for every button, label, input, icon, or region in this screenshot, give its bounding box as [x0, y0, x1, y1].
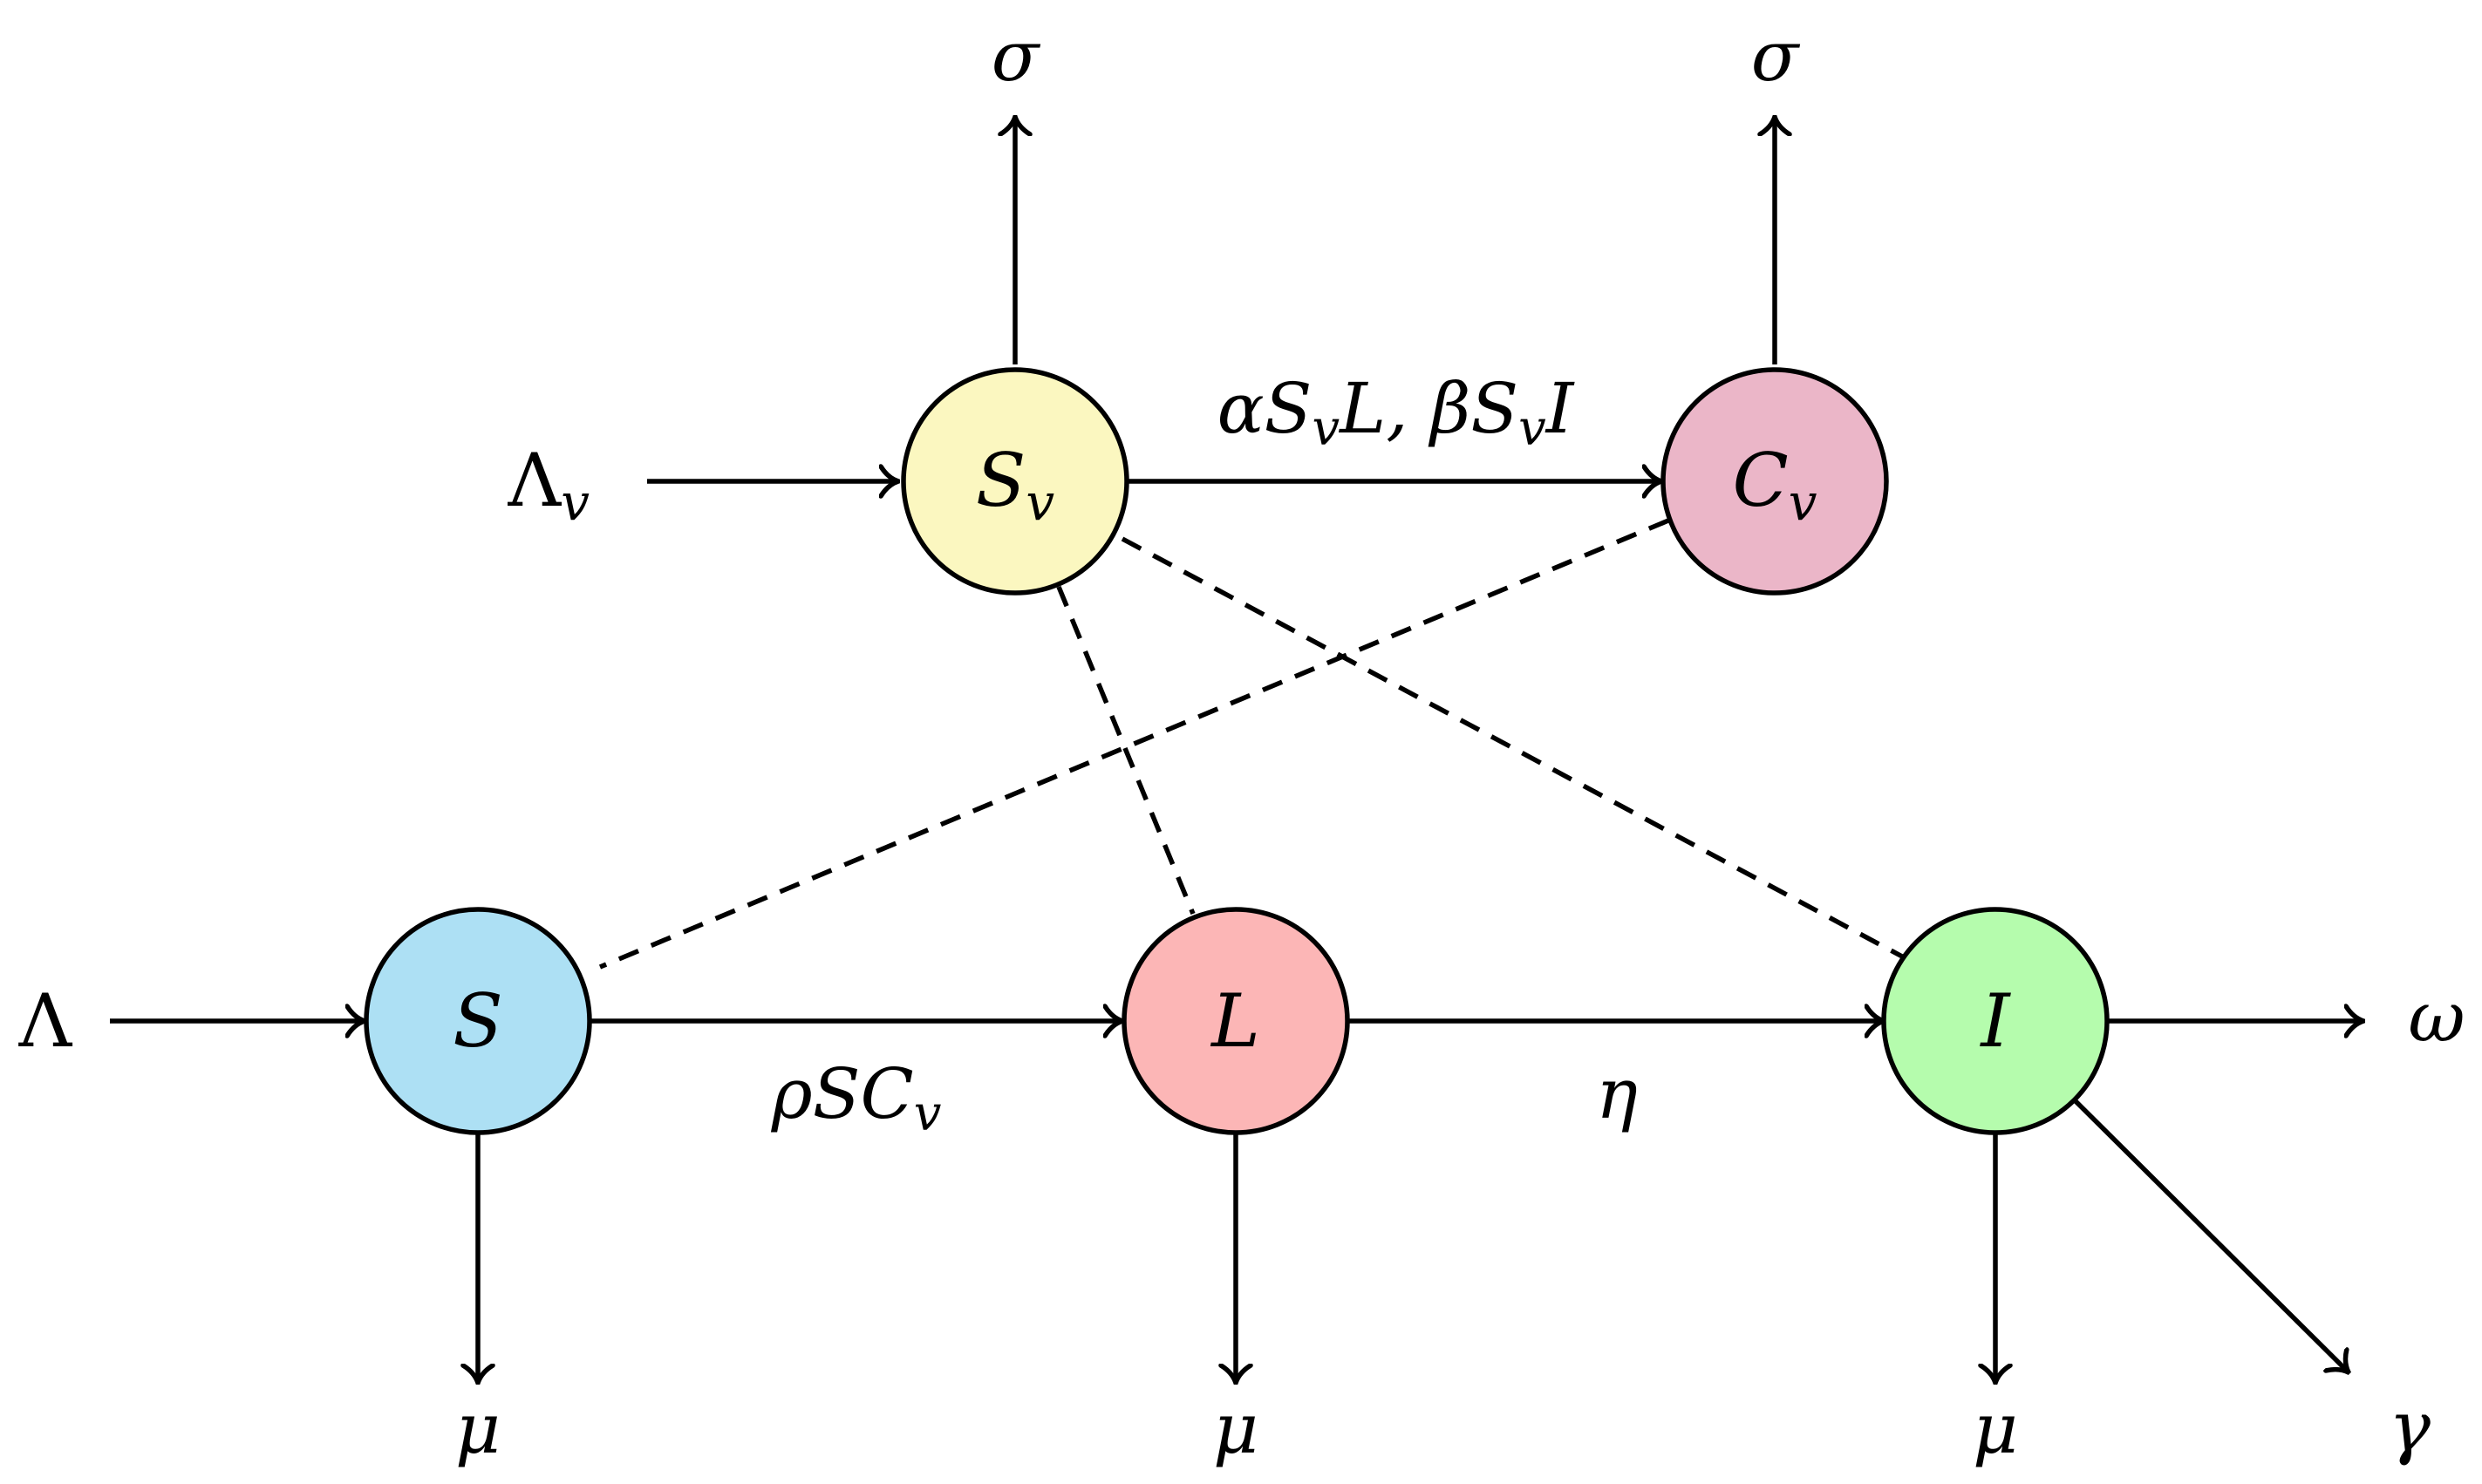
node-cv-subscript: v: [1789, 473, 1817, 532]
node-cv-label: C: [1732, 438, 1788, 523]
label-gamma: γ: [2389, 1386, 2431, 1467]
label-l-to-i: η: [1596, 1053, 1638, 1134]
dashed-link-sv-i: [1121, 536, 1906, 960]
node-i: I: [1881, 907, 2110, 1135]
label-sv-to-cv: αSvL, βSvI: [1217, 368, 1575, 457]
node-i-label: I: [1979, 978, 2011, 1064]
node-s-circle: [364, 907, 592, 1135]
node-l-label: L: [1210, 978, 1260, 1064]
label-sv-to-cv-part3: I: [1544, 368, 1575, 449]
label-lambda-v-main: Λ: [508, 438, 563, 523]
node-cv: Cv: [1660, 367, 1889, 596]
label-mu-l: μ: [1213, 1388, 1258, 1469]
node-sv-subscript: v: [1026, 473, 1054, 532]
label-s-to-l-main: ρSC: [771, 1053, 914, 1134]
svg-text:Sv: Sv: [976, 438, 1055, 532]
node-l: L: [1122, 907, 1350, 1135]
label-s-to-l-subscript: v: [914, 1086, 942, 1142]
arrow-i-gamma: [2074, 1099, 2349, 1372]
dashed-link-sv-l: [1056, 585, 1196, 916]
label-sv-to-cv-sub1: v: [1312, 400, 1340, 457]
svg-text:Cv: Cv: [1732, 438, 1817, 532]
node-sv-circle: [901, 367, 1129, 596]
label-s-to-l: ρSCv: [771, 1053, 942, 1142]
label-lambda: Λ: [18, 978, 73, 1064]
label-mu-s: μ: [455, 1388, 501, 1469]
node-s-label: S: [453, 978, 503, 1064]
label-lambda-v: Λv: [508, 438, 590, 532]
node-l-circle: [1122, 907, 1350, 1135]
label-sv-to-cv-part2: L, βS: [1338, 368, 1518, 449]
label-sigma-sv: σ: [992, 16, 1041, 97]
label-sv-to-cv-part1: αS: [1217, 368, 1313, 449]
node-cv-circle: [1660, 367, 1889, 596]
label-omega: ω: [2408, 977, 2465, 1058]
dashed-link-cv-s: [598, 518, 1670, 970]
node-i-circle: [1881, 907, 2110, 1135]
label-sigma-cv: σ: [1751, 16, 1801, 97]
node-sv: Sv: [901, 367, 1129, 596]
label-sv-to-cv-sub2: v: [1518, 400, 1546, 457]
label-mu-i: μ: [1973, 1388, 2018, 1469]
node-s: S: [364, 907, 592, 1135]
node-sv-label: S: [976, 438, 1026, 523]
label-lambda-v-subscript: v: [561, 473, 590, 532]
